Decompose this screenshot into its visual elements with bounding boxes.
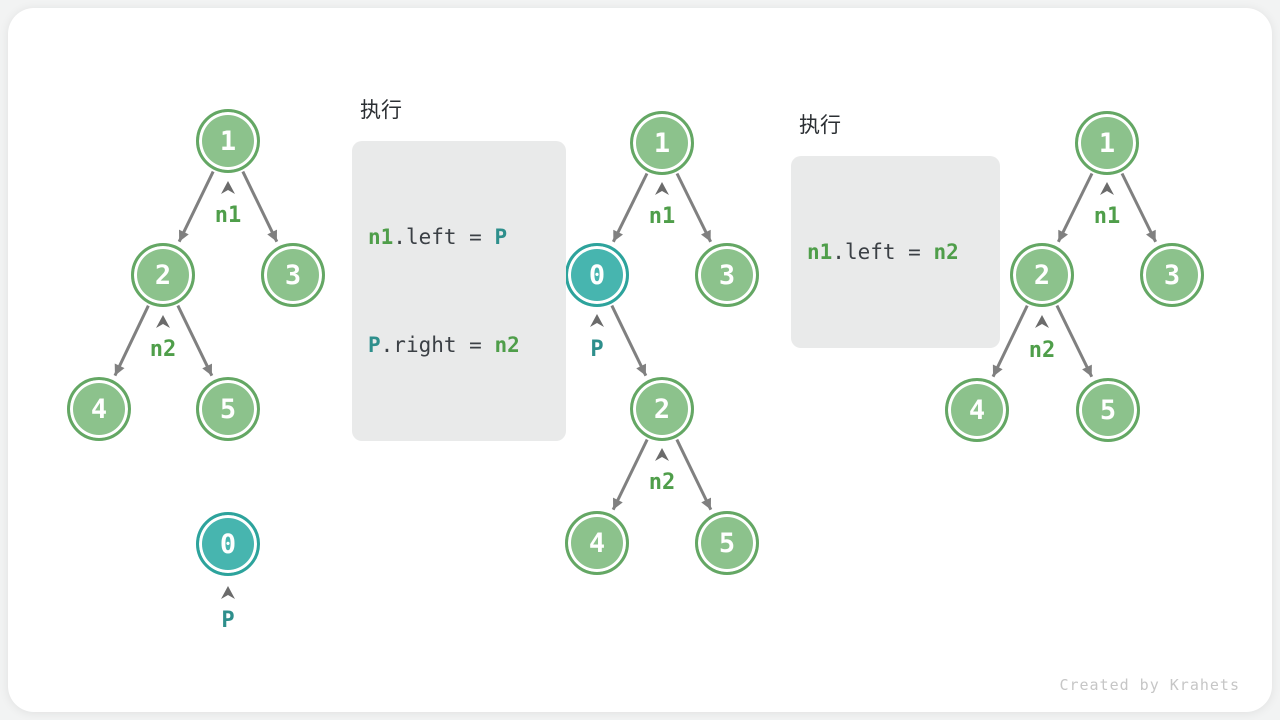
tree-node-1: 1 [630,111,694,175]
tree-node-5: 5 [1076,378,1140,442]
tree-edge [176,304,214,377]
code-token-p: P [368,333,381,357]
code-token-n1: n1 [807,240,833,264]
execute-label: 执行 [799,113,841,137]
tree-edge [177,170,215,243]
tree-node-0: 0 [196,512,260,576]
tree-edge [1055,304,1094,378]
code-box-insert: n1.left = P P.right = n2 [352,141,566,441]
code-token-plain: .right = [380,333,495,357]
tree-node-3: 3 [1140,243,1204,307]
tree-edge [675,438,713,511]
tree-edge [241,170,279,243]
tree-edge [610,304,648,377]
pointer-label-P: P [590,337,604,362]
pointer-caret-icon [655,182,669,195]
code-line: n1.left = n2 [807,234,984,270]
code-token-n2: n2 [494,333,520,357]
pointer-caret-icon [221,181,235,194]
code-box-remove: n1.left = n2 [791,156,1000,348]
code-token-p: P [494,225,508,249]
code-token-plain: .left = [832,240,934,264]
pointer-caret-icon [1100,182,1114,195]
code-panel-insert: 执行 n1.left = P P.right = n2 [352,96,566,441]
tree-edge [611,172,649,243]
code-line: P.right = n2 [368,327,550,363]
pointer-label-n1: n1 [648,204,676,229]
tree-node-4: 4 [565,511,629,575]
tree-node-0: 0 [565,243,629,307]
code-token-n1: n1 [368,225,394,249]
tree-edge [675,172,713,243]
pointer-label-n1: n1 [214,203,242,228]
tree-node-3: 3 [695,243,759,307]
tree-edge [1120,172,1158,243]
pointer-label-n2: n2 [149,337,177,362]
pointer-caret-icon [156,315,170,328]
pointer-caret-icon [655,448,669,461]
pointer-caret-icon [1035,315,1049,328]
pointer-label-n1: n1 [1093,204,1121,229]
tree-edge [1056,172,1094,243]
code-line: n1.left = P [368,219,550,255]
tree-node-2: 2 [630,377,694,441]
pointer-label-n2: n2 [1028,338,1056,363]
pointer-label-n2: n2 [648,470,676,495]
tree-node-2: 2 [131,243,195,307]
execute-label: 执行 [360,98,402,122]
tree-node-2: 2 [1010,243,1074,307]
tree-edge [611,438,649,511]
tree-edge [991,304,1029,378]
pointer-caret-icon [221,586,235,599]
tree-node-5: 5 [695,511,759,575]
pointer-label-P: P [221,608,235,633]
code-panel-remove: 执行 n1.left = n2 [791,111,1000,348]
tree-node-3: 3 [261,243,325,307]
code-token-plain: .left = [393,225,495,249]
tree-node-1: 1 [196,109,260,173]
tree-node-4: 4 [67,377,131,441]
tree-edge [113,305,150,377]
tree-node-1: 1 [1075,111,1139,175]
watermark: Created by Krahets [1059,676,1240,694]
pointer-caret-icon [590,314,604,327]
code-token-n2: n2 [933,240,959,264]
tree-node-5: 5 [196,377,260,441]
tree-node-4: 4 [945,378,1009,442]
